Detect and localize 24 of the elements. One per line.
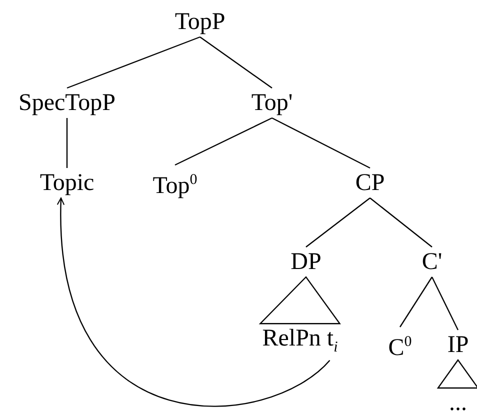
triangle-branch — [258, 276, 341, 324]
tree-node-label: Top$^{0}$ — [152, 167, 198, 199]
branch-line — [400, 276, 432, 328]
tree-node-label: Topic — [40, 170, 94, 196]
branch-line — [272, 117, 370, 169]
tree-node-label: SpecTopP — [18, 90, 116, 116]
triangle-branch — [436, 358, 477, 389]
branch-line — [200, 36, 272, 88]
tree-node-label: C' — [422, 249, 442, 275]
branch-line — [370, 198, 432, 248]
tree-node-label: TopP — [174, 9, 226, 35]
tree-node-label: CP — [355, 170, 385, 196]
branch-line — [66, 36, 200, 89]
tree-node-label: ... — [449, 390, 467, 416]
branch-line — [306, 198, 370, 248]
branch-line — [66, 118, 68, 168]
movement-arrow — [57, 198, 330, 406]
branch-line — [174, 117, 272, 166]
tree-node-label: RelPn t$_{i}$ — [262, 326, 338, 360]
tree-node-label: DP — [290, 249, 322, 275]
branch-line — [431, 276, 459, 330]
tree-node-label: Top' — [251, 90, 293, 116]
tree-node-label: IP — [447, 332, 469, 358]
tree-node-label: C$^{0}$ — [388, 329, 412, 361]
